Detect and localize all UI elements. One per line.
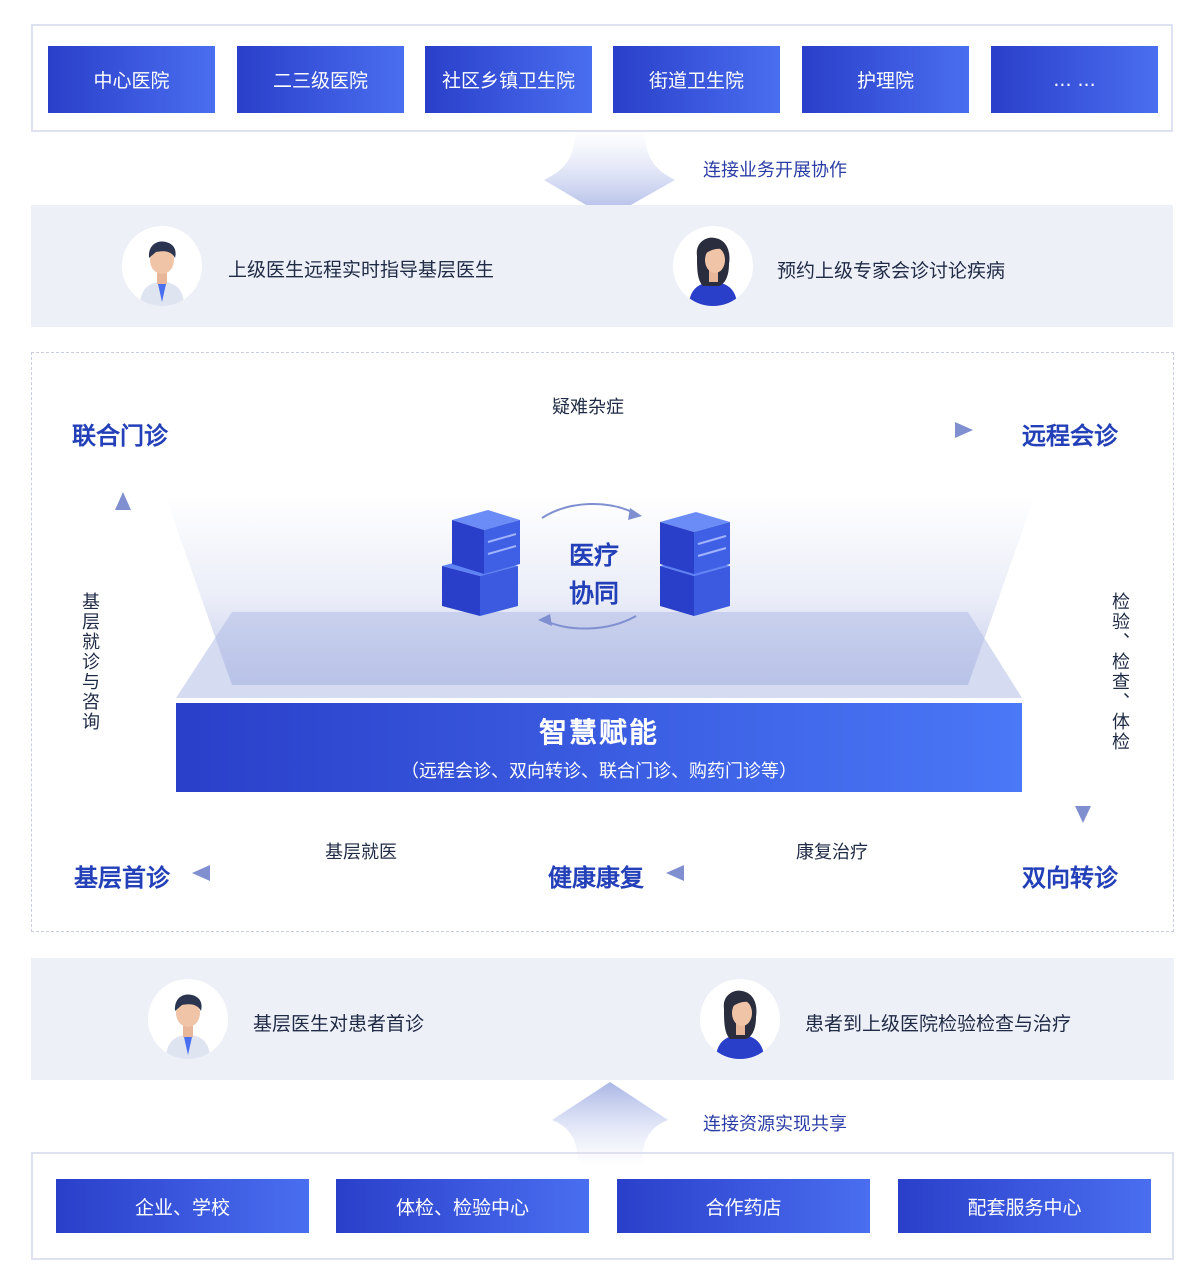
hospital-box[interactable]: ... ... (991, 46, 1158, 113)
edge-label-difficult-cases: 疑难杂症 (552, 397, 624, 418)
resource-box[interactable]: 企业、学校 (56, 1179, 309, 1233)
collaboration-frame (31, 352, 1174, 932)
down-arrow-icon (544, 132, 675, 218)
patient-avatar-icon (673, 226, 753, 306)
hospital-box[interactable]: 护理院 (802, 46, 969, 113)
upper-band (31, 205, 1173, 327)
bottom-flow-label: 连接资源实现共享 (703, 1114, 847, 1135)
doctor-avatar-icon (122, 226, 202, 306)
resource-box[interactable]: 配套服务中心 (898, 1179, 1151, 1233)
node-joint-clinic: 联合门诊 (72, 422, 168, 450)
platform-subtitle: （远程会诊、双向转诊、联合门诊、购药门诊等） (401, 761, 797, 782)
top-flow-label: 连接业务开展协作 (703, 160, 847, 181)
node-remote-consult: 远程会诊 (1022, 422, 1118, 450)
node-health-rehab: 健康康复 (548, 864, 644, 892)
edge-label-primary-consult: 基层就诊与咨询 (79, 592, 100, 732)
center-label-line2: 协同 (568, 579, 619, 608)
bottom-resource-frame (31, 1152, 1174, 1260)
hospital-box[interactable]: 街道卫生院 (613, 46, 780, 113)
doctor-avatar-icon (148, 979, 228, 1059)
hospital-box[interactable]: 社区乡镇卫生院 (425, 46, 592, 113)
resource-box[interactable]: 合作药店 (617, 1179, 870, 1233)
up-arrow-icon (552, 1082, 668, 1166)
lower-doctor-text: 基层医生对患者首诊 (253, 1013, 425, 1035)
node-two-way-referral: 双向转诊 (1022, 864, 1118, 892)
server-building-icon (442, 502, 730, 630)
lower-patient-text: 患者到上级医院检验检查与治疗 (805, 1013, 1072, 1035)
upper-doctor-text: 上级医生远程实时指导基层医生 (228, 259, 495, 281)
hospital-box[interactable]: 二三级医院 (237, 46, 404, 113)
smart-empowerment-platform: 智慧赋能 （远程会诊、双向转诊、联合门诊、购药门诊等） (176, 703, 1022, 792)
platform-title: 智慧赋能 (538, 716, 659, 749)
top-hospital-frame (31, 24, 1173, 132)
edge-label-inspection: 检验、检查、体检 (1109, 592, 1130, 752)
patient-avatar-icon (700, 979, 780, 1059)
hospital-box[interactable]: 中心医院 (48, 46, 215, 113)
center-label-line1: 医疗 (568, 541, 619, 570)
upper-patient-text: 预约上级专家会诊讨论疾病 (777, 260, 1006, 282)
resource-box[interactable]: 体检、检验中心 (336, 1179, 589, 1233)
edge-label-rehab-treatment: 康复治疗 (796, 842, 868, 863)
edge-label-primary-care: 基层就医 (325, 842, 397, 863)
node-primary-first: 基层首诊 (74, 864, 170, 892)
